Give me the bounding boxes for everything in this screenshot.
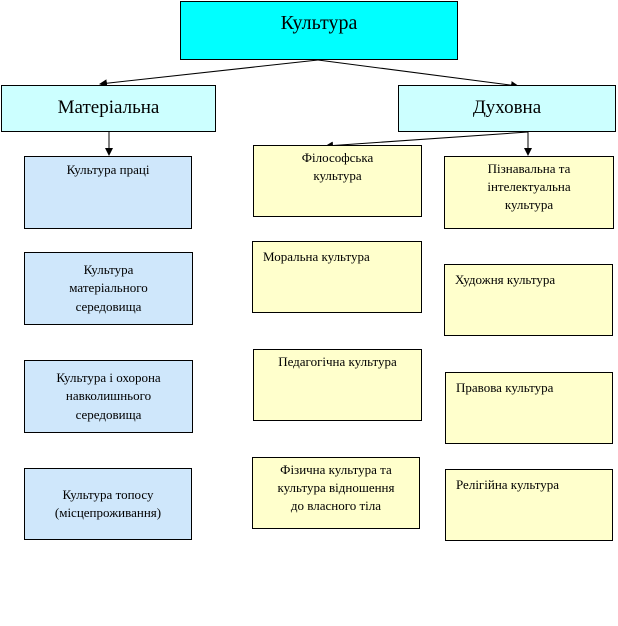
branch-node-material: Матеріальна: [1, 85, 216, 132]
spiritual-item-label: Пізнавальна та інтелектуальна культура: [487, 161, 571, 213]
spiritual-item-label: Моральна культура: [263, 249, 370, 264]
root-node-label: Культура: [280, 12, 358, 34]
spiritual-item-cognitive-culture: Пізнавальна та інтелектуальна культура: [444, 156, 614, 229]
material-item-labor-culture: Культура праці: [24, 156, 192, 229]
branch-node-spiritual: Духовна: [398, 85, 616, 132]
spiritual-item-label: Фізична культура та культура відношення …: [277, 462, 395, 514]
material-item-label: Культура матеріального середовища: [69, 262, 148, 314]
spiritual-item-moral-culture: Моральна культура: [252, 241, 422, 313]
spiritual-item-physical-culture: Фізична культура та культура відношення …: [252, 457, 420, 529]
spiritual-item-label: Релігійна культура: [456, 477, 560, 492]
spiritual-item-label: Правова культура: [456, 380, 554, 395]
spiritual-item-religious-culture: Релігійна культура: [445, 469, 613, 541]
branch-spiritual-label: Духовна: [472, 97, 542, 119]
arrow-spiritual-to-philosophy: [325, 131, 529, 150]
spiritual-item-label: Художня культура: [455, 272, 556, 287]
spiritual-item-label: Філософська культура: [301, 150, 374, 184]
material-item-material-environment: Культура матеріального середовища: [24, 252, 193, 325]
material-item-label: Культура і охорона навколишнього середов…: [56, 370, 161, 422]
branch-material-label: Матеріальна: [57, 97, 160, 119]
material-item-label: Культура праці: [66, 162, 150, 177]
spiritual-item-philosophical-culture: Філософська культура: [253, 145, 422, 217]
spiritual-item-label: Педагогічна культура: [278, 354, 397, 369]
spiritual-item-legal-culture: Правова культура: [445, 372, 613, 444]
material-item-label: Культура топосу (місцепроживання): [54, 486, 162, 520]
root-node-culture: Культура: [180, 1, 458, 60]
spiritual-item-art-culture: Художня культура: [444, 264, 613, 336]
spiritual-item-pedagogical-culture: Педагогічна культура: [253, 349, 422, 421]
material-item-topos-culture: Культура топосу (місцепроживання): [24, 468, 192, 540]
material-item-environment-protection: Культура і охорона навколишнього середов…: [24, 360, 193, 433]
arrow-root-to-spiritual: [317, 59, 519, 90]
arrow-root-to-material: [99, 59, 319, 88]
